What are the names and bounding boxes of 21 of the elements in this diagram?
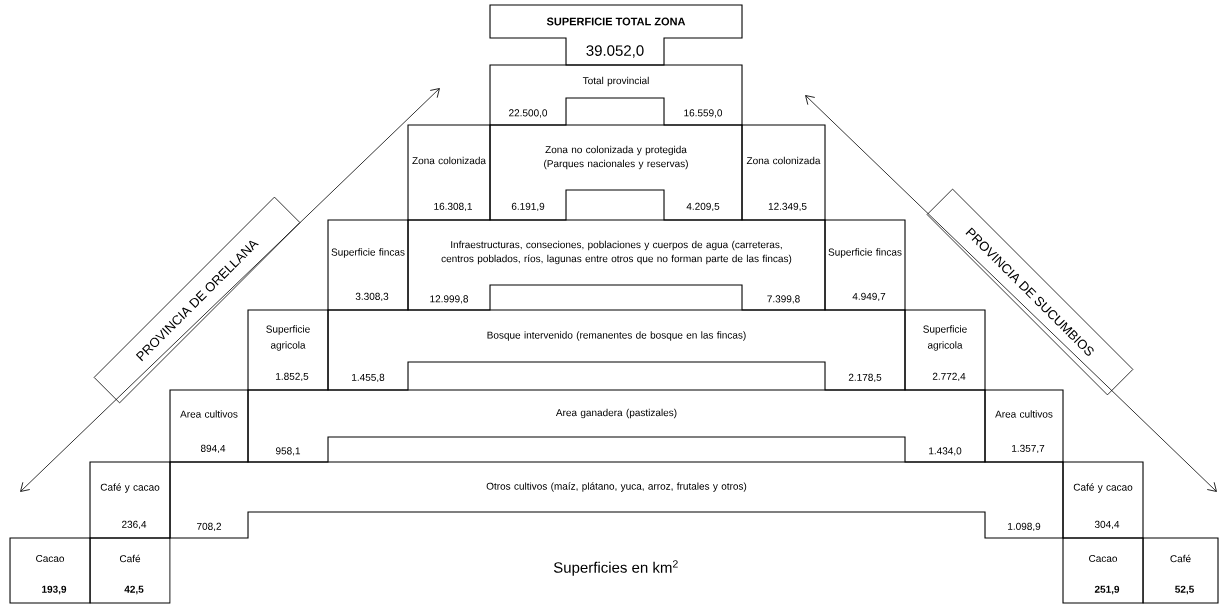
category-box: Cacao 193,9 [9,537,91,604]
category-box: Area cultivos 1.357,7 [984,389,1064,463]
total-box: SUPERFICIE TOTAL ZONA 39.052,0 [489,4,743,66]
category-band: Otros cultivos (maíz, plátano, yuca, arroz, frutales y otros) 708,2 1.098,9 [169,461,1064,539]
category-box: Café y cacao 236,4 [89,461,171,539]
category-box: Café 52,5 [1142,537,1219,604]
category-band: Infraestructuras, conseciones, poblaciones y cuerpos de agua (carreteras, centros poblados, ríos, lagunas entre otros que no forman parte de las fincas) 12.999,8 7.399,8 [407,219,826,311]
category-band: Total provincial 22.500,0 16.559,0 [489,64,743,126]
category-box: Zona colonizada 12.349,5 [741,124,826,221]
category-box: Area cultivos 894,4 [169,389,249,463]
category-box: Superficie fincas 3.308,3 [327,219,409,311]
category-box: Superficie fincas 4.949,7 [824,219,906,311]
category-band: Area ganadera (pastizales) 958,1 1.434,0 [247,389,986,463]
category-box: Café y cacao 304,4 [1062,461,1144,539]
category-box: Cacao 251,9 [1062,537,1144,604]
category-box: Café 42,5 [89,537,171,604]
category-box: Superficie agricola 1.852,5 [247,309,329,391]
category-band: Bosque intervenido (remanentes de bosque en las fincas) 1.455,8 2.178,5 [327,309,906,391]
unit-note: Superficies en km$^{2}$ [553,560,678,576]
category-box: Superficie agricola 2.772,4 [904,309,986,391]
category-band: Zona no colonizada y protegida (Parques nacionales y reservas) 6.191,9 4.209,5 [489,124,743,221]
